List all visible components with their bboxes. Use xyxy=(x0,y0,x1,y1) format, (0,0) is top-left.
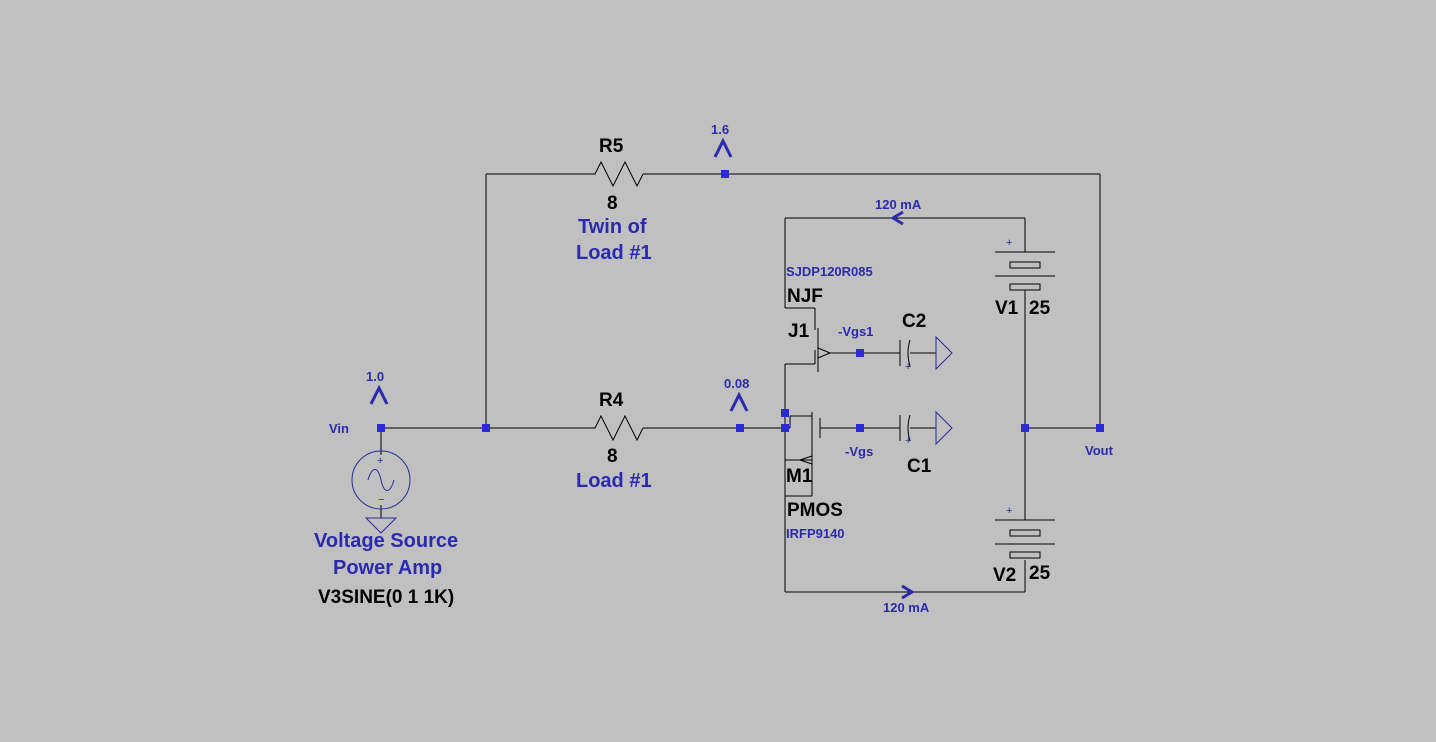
junction-dot xyxy=(721,170,729,178)
probe-vin-icon xyxy=(369,384,389,405)
probe-r4-icon xyxy=(729,391,749,412)
r4-desc: Load #1 xyxy=(576,470,652,492)
source-desc-line1: Voltage Source xyxy=(314,530,458,552)
v1-ref: V1 xyxy=(995,298,1019,319)
junction-dot xyxy=(482,424,490,432)
v2-value: 25 xyxy=(1029,563,1051,584)
v1-value: 25 xyxy=(1029,298,1051,319)
c1-ref: C1 xyxy=(907,456,932,477)
j1-type: NJF xyxy=(787,286,823,307)
r5-ref: R5 xyxy=(599,136,624,157)
current-top: 120 mA xyxy=(875,197,922,212)
junction-dot xyxy=(736,424,744,432)
m1-ref: M1 xyxy=(786,466,813,487)
junction-dot xyxy=(1096,424,1104,432)
net-label-vgs: -Vgs xyxy=(845,444,873,459)
r5-desc-line1: Twin of xyxy=(578,216,647,238)
v2-ref: V2 xyxy=(993,565,1016,586)
plus-sign: + xyxy=(1006,505,1012,517)
resistor-r4[interactable] xyxy=(583,414,644,442)
net-label-vin: Vin xyxy=(329,421,349,436)
plus-sign: + xyxy=(377,455,383,467)
wires xyxy=(380,173,1101,593)
mosfet-m1-symbol[interactable] xyxy=(784,412,821,497)
current-bottom: 120 mA xyxy=(883,600,930,615)
r4-value: 8 xyxy=(607,446,618,467)
battery-v2-symbol[interactable]: + xyxy=(995,505,1055,559)
probe-vin-value: 1.0 xyxy=(366,369,384,384)
jfet-j1-symbol[interactable] xyxy=(785,307,832,372)
junction-dot xyxy=(377,424,385,432)
c2-ref: C2 xyxy=(902,311,926,332)
j1-ref: J1 xyxy=(788,321,810,342)
probe-r5-icon xyxy=(713,137,733,158)
m1-type: PMOS xyxy=(787,500,843,521)
battery-v1-symbol[interactable]: + xyxy=(995,237,1055,291)
junction-dot xyxy=(856,349,864,357)
voltage-source-symbol[interactable]: + − xyxy=(351,450,411,534)
junction-dot xyxy=(1021,424,1029,432)
plus-sign: + xyxy=(905,435,911,447)
m1-model: IRFP9140 xyxy=(786,526,845,541)
net-label-vgs1: -Vgs1 xyxy=(838,324,873,339)
r5-value: 8 xyxy=(607,193,618,214)
r5-desc-line2: Load #1 xyxy=(576,242,652,264)
junctions xyxy=(377,170,1104,432)
current-arrow-left-icon xyxy=(890,210,904,226)
plus-sign: + xyxy=(905,361,911,373)
source-value: V3SINE(0 1 1K) xyxy=(318,587,454,608)
capacitor-c1-symbol[interactable]: + xyxy=(899,410,953,447)
source-desc-line2: Power Amp xyxy=(333,557,442,579)
resistor-r5[interactable] xyxy=(583,160,644,188)
ground-icon xyxy=(364,517,398,534)
r4-ref: R4 xyxy=(599,390,624,411)
minus-sign: − xyxy=(378,494,384,506)
current-arrow-right-icon xyxy=(901,584,915,600)
junction-dot xyxy=(781,424,789,432)
junction-dot xyxy=(781,409,789,417)
j1-model: SJDP120R085 xyxy=(786,264,873,279)
plus-sign: + xyxy=(1006,237,1012,249)
net-label-vout: Vout xyxy=(1085,443,1114,458)
ground-icon xyxy=(935,410,953,446)
junction-dot xyxy=(856,424,864,432)
probe-r4-value: 0.08 xyxy=(724,376,749,391)
ground-icon xyxy=(935,335,953,371)
capacitor-c2-symbol[interactable]: + xyxy=(899,335,953,373)
probe-r5-value: 1.6 xyxy=(711,122,729,137)
